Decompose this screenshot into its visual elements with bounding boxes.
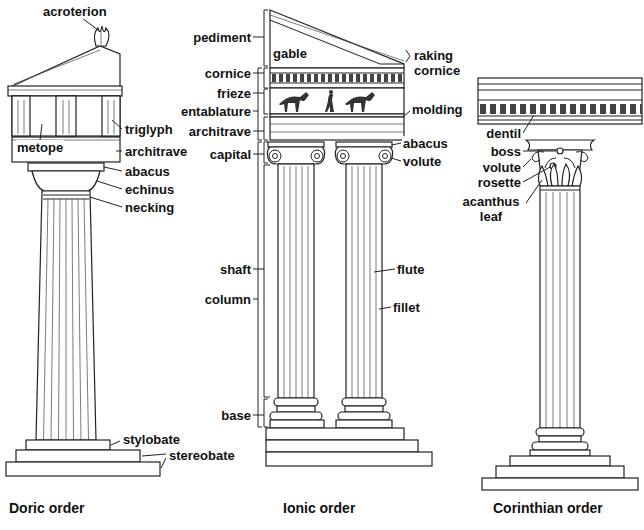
part-label: stereobate xyxy=(168,448,236,463)
part-label: column xyxy=(204,292,252,307)
ionic-columns xyxy=(266,10,432,466)
part-label: frieze xyxy=(216,86,252,101)
frieze-figures xyxy=(279,90,375,112)
part-label: acroterion xyxy=(42,4,108,19)
part-label: dentil xyxy=(485,126,522,141)
part-label: fillet xyxy=(392,300,421,315)
part-label: echinus xyxy=(124,182,175,197)
part-label: base xyxy=(220,408,252,423)
part-label: architrave xyxy=(188,124,252,139)
part-label: volute xyxy=(482,160,522,175)
leader-lines xyxy=(40,18,166,468)
part-label: rosette xyxy=(477,175,522,190)
part-label: pediment xyxy=(192,30,252,45)
part-label: volute xyxy=(402,154,442,169)
part-label: acanthus leaf xyxy=(456,194,526,224)
part-label: gable xyxy=(272,46,308,61)
part-label: raking cornice xyxy=(413,48,473,78)
part-label: cornice xyxy=(204,66,252,81)
part-label: architrave xyxy=(124,144,188,159)
part-label: capital xyxy=(209,147,252,162)
brackets xyxy=(253,10,410,427)
corinthian-column xyxy=(478,78,642,490)
part-label: triglyph xyxy=(124,122,174,137)
order-title: Doric order xyxy=(8,500,85,517)
part-label: shaft xyxy=(219,262,252,277)
part-label: metope xyxy=(16,140,64,155)
part-label: stylobate xyxy=(122,432,181,447)
part-label: abacus xyxy=(124,164,171,179)
part-label: entablature xyxy=(180,104,252,119)
leader-lines xyxy=(523,115,556,206)
part-label: molding xyxy=(411,102,464,117)
order-title: Corinthian order xyxy=(492,500,604,517)
doric-column xyxy=(6,26,160,476)
part-label: necking xyxy=(124,200,175,215)
part-label: boss xyxy=(490,144,522,159)
part-label: abacus xyxy=(402,136,449,151)
part-label: flute xyxy=(396,262,425,277)
order-title: Ionic order xyxy=(282,500,356,517)
